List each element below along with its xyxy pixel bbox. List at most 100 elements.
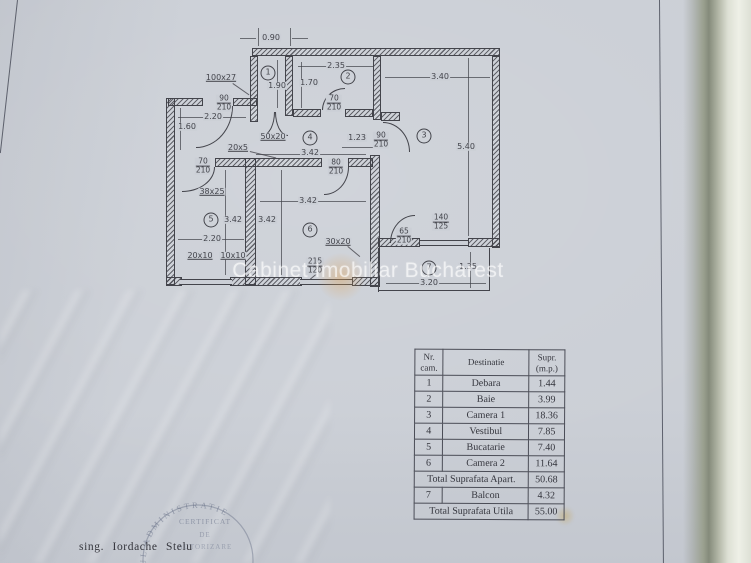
balcony-outline [489, 248, 490, 291]
size-label: 20x10 [186, 250, 214, 261]
dimension-label: 3.42 [223, 214, 243, 225]
room-number: 4 [302, 130, 318, 146]
dimension-line [290, 28, 291, 46]
dimension-label: 1.90 [267, 80, 287, 91]
dimension-label: 3.20 [419, 277, 439, 288]
stamp-line-1: CERTIFICAT [179, 517, 231, 526]
room-area-cell: 4.32 [528, 487, 565, 504]
dimension-label: 2.20 [202, 233, 222, 244]
room-number: 6 [302, 222, 318, 238]
room-name-cell: Baie [443, 391, 529, 408]
watermark-logo-circle [317, 253, 365, 301]
total-area-cell: 50.68 [528, 471, 565, 488]
wall-segment [492, 56, 500, 248]
wall-segment [250, 56, 258, 122]
dimension-line [258, 28, 259, 46]
dimension-label: 3.42 [257, 214, 277, 225]
dimension-label: 1.35 [458, 261, 478, 272]
dimension-label: 3.40 [430, 71, 450, 82]
room-name-cell: Bucatarie [442, 439, 529, 456]
room-name-cell: Vestibul [442, 423, 529, 440]
wall-segment [252, 48, 500, 56]
room-number: 1 [260, 65, 276, 81]
room-name-cell: Debara [443, 375, 529, 392]
watermark-text: Cabinet Imobiliar Bucharest [232, 259, 504, 282]
table-row: Total Suprafata Apart.50.68 [414, 471, 565, 488]
window-symbol [420, 240, 468, 246]
wall-segment [352, 277, 380, 286]
room-area-cell: 7.40 [528, 439, 565, 456]
header-suprafata: Supr. (m.p.) [528, 349, 565, 376]
wall-segment [215, 158, 322, 167]
room-number: 2 [340, 69, 356, 85]
header-destinatie: Destinatie [443, 349, 530, 376]
total-label-cell: Total Suprafata Utila [414, 503, 529, 520]
dimension-label: 2.35 [326, 60, 346, 71]
dimension-label: 5.40 [456, 141, 476, 152]
room-area-cell: 11.64 [528, 455, 565, 472]
size-label: 100x27 [204, 72, 238, 83]
dimension-label: 3.42 [300, 147, 320, 158]
dimension-label: 0.90 [261, 32, 281, 43]
stamp-line-2: DE [199, 531, 210, 539]
room-number-cell: 7 [414, 487, 443, 504]
wall-segment [373, 56, 381, 120]
dimension-label: 1.60 [177, 121, 197, 132]
certification-stamp: RUL ADMINISTRATIE CERTIFICAT DE AUTORIZA… [138, 500, 254, 563]
room-area-cell: 18.36 [528, 407, 565, 424]
room-area-cell: 1.44 [528, 375, 565, 392]
leader-line [232, 83, 250, 96]
dimension-label: 1.70 [299, 77, 319, 88]
room-area-cell: 3.99 [528, 391, 565, 408]
stamp-circle [142, 504, 254, 563]
balcony-outline [378, 290, 490, 291]
window-symbol [180, 279, 232, 285]
header-nr-cam: Nr. cam. [414, 349, 444, 376]
dimension-line [292, 38, 308, 39]
wall-segment [166, 98, 175, 285]
room-number-cell: 1 [414, 375, 444, 392]
room-number-cell: 6 [414, 455, 443, 472]
room-name-cell: Balcon [442, 487, 529, 504]
dimension-label: 2.20 [203, 111, 223, 122]
areas-table-header: Nr. cam. Destinatie Supr. (m.p.) [414, 349, 565, 376]
total-area-cell: 55.00 [528, 503, 565, 520]
room-name-cell: Camera 2 [442, 455, 529, 472]
paper-edge [683, 0, 751, 563]
room-number-cell: 4 [414, 423, 443, 440]
dimension-label: 3.42 [298, 195, 318, 206]
size-label: 50x20 [259, 131, 287, 142]
room-name-cell: Camera 1 [442, 407, 529, 424]
signature-text: sing. Iordache Stelu [79, 541, 193, 553]
size-label: 20x5 [226, 142, 250, 153]
wall-segment [345, 109, 373, 117]
dimension-line [342, 147, 374, 148]
room-number: 7 [421, 260, 437, 276]
stamp-line-3: AUTORIZARE [178, 543, 233, 551]
room-number-cell: 3 [414, 407, 444, 424]
wall-segment [370, 155, 380, 287]
wall-segment [293, 109, 321, 117]
room-number: 3 [416, 128, 432, 144]
wall-segment [233, 98, 257, 106]
dimension-line [240, 38, 256, 39]
stamp-arc-text: RUL ADMINISTRATIE [138, 500, 231, 563]
window-symbol [300, 279, 352, 285]
room-number-cell: 2 [414, 391, 444, 408]
dimension-label: 1.23 [347, 132, 367, 143]
